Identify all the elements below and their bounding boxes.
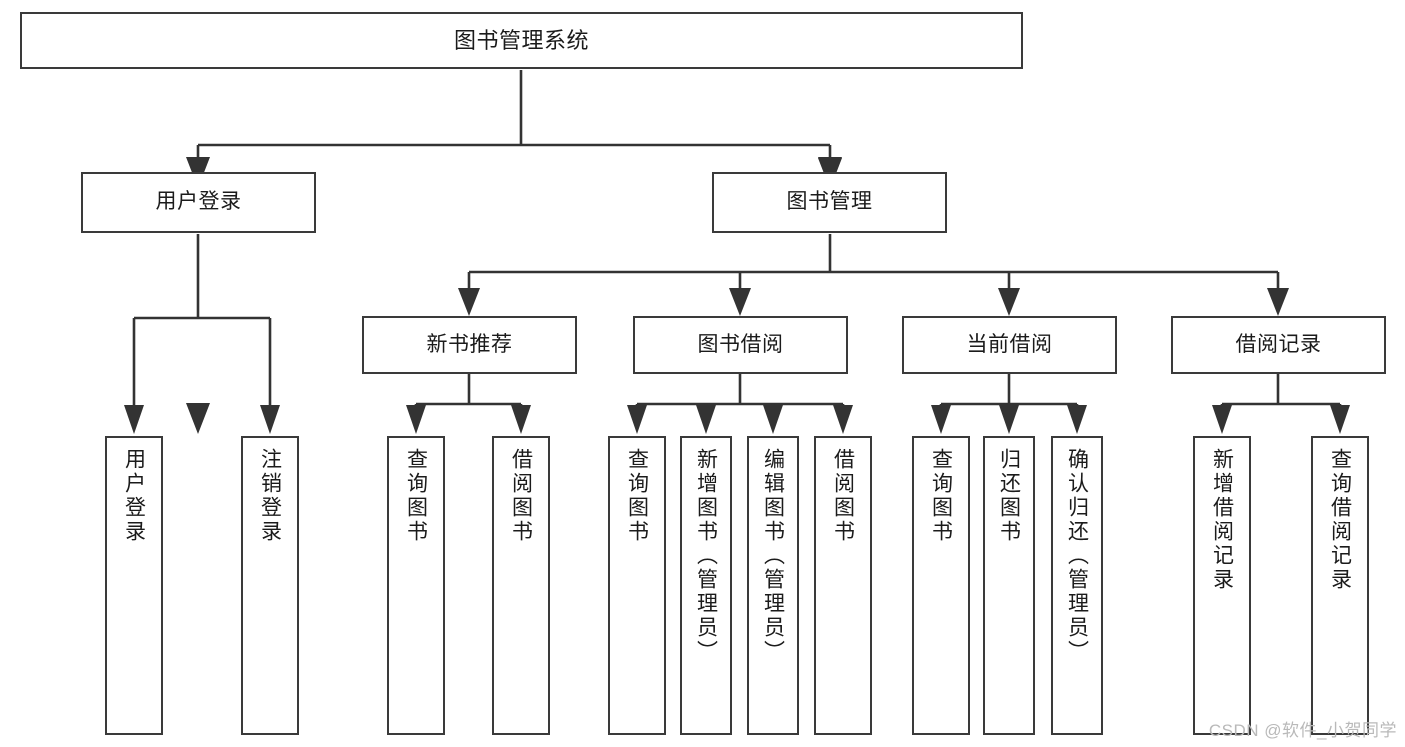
node-leaf-edit-book-label: 编辑图书（管理员） [761, 448, 785, 664]
node-leaf-borrow-book-2[interactable]: 借阅图书 [814, 436, 872, 735]
node-book-manage[interactable]: 图书管理 [712, 172, 947, 233]
node-leaf-confirm-return-label: 确认归还（管理员） [1065, 448, 1089, 664]
node-book-borrow[interactable]: 图书借阅 [633, 316, 848, 374]
node-leaf-borrow-book-2-label: 借阅图书 [831, 448, 855, 544]
node-leaf-query-book-2[interactable]: 查询图书 [608, 436, 666, 735]
node-leaf-borrow-book-1-label: 借阅图书 [509, 448, 533, 544]
node-leaf-borrow-book-1[interactable]: 借阅图书 [492, 436, 550, 735]
node-leaf-query-book-3-label: 查询图书 [929, 448, 953, 544]
node-leaf-query-book-2-label: 查询图书 [625, 448, 649, 544]
node-borrow-record[interactable]: 借阅记录 [1171, 316, 1386, 374]
node-leaf-confirm-return[interactable]: 确认归还（管理员） [1051, 436, 1103, 735]
node-leaf-query-book-1-label: 查询图书 [404, 448, 428, 544]
node-leaf-logout-label: 注销登录 [258, 448, 282, 544]
node-leaf-add-book-label: 新增图书（管理员） [694, 448, 718, 664]
node-current-borrow-label: 当前借阅 [966, 332, 1053, 356]
node-leaf-logout[interactable]: 注销登录 [241, 436, 299, 735]
node-leaf-query-record[interactable]: 查询借阅记录 [1311, 436, 1369, 735]
node-root[interactable]: 图书管理系统 [20, 12, 1023, 69]
node-leaf-user-login[interactable]: 用户登录 [105, 436, 163, 735]
node-leaf-add-record[interactable]: 新增借阅记录 [1193, 436, 1251, 735]
node-book-borrow-label: 图书借阅 [697, 332, 784, 356]
node-leaf-query-record-label: 查询借阅记录 [1328, 448, 1352, 592]
node-borrow-record-label: 借阅记录 [1235, 332, 1322, 356]
node-new-book-recommend[interactable]: 新书推荐 [362, 316, 577, 374]
node-leaf-user-login-label: 用户登录 [122, 448, 146, 544]
node-leaf-edit-book[interactable]: 编辑图书（管理员） [747, 436, 799, 735]
node-leaf-return-book-label: 归还图书 [997, 448, 1021, 544]
node-new-book-recommend-label: 新书推荐 [426, 332, 513, 356]
node-leaf-add-record-label: 新增借阅记录 [1210, 448, 1234, 592]
node-leaf-return-book[interactable]: 归还图书 [983, 436, 1035, 735]
csdn-watermark: CSDN @软件_小贺同学 [1208, 721, 1397, 740]
node-leaf-query-book-1[interactable]: 查询图书 [387, 436, 445, 735]
node-leaf-add-book[interactable]: 新增图书（管理员） [680, 436, 732, 735]
node-root-label: 图书管理系统 [453, 27, 589, 53]
node-book-manage-label: 图书管理 [786, 190, 873, 214]
node-user-login[interactable]: 用户登录 [81, 172, 316, 233]
node-user-login-label: 用户登录 [155, 190, 242, 214]
node-current-borrow[interactable]: 当前借阅 [902, 316, 1117, 374]
node-leaf-query-book-3[interactable]: 查询图书 [912, 436, 970, 735]
